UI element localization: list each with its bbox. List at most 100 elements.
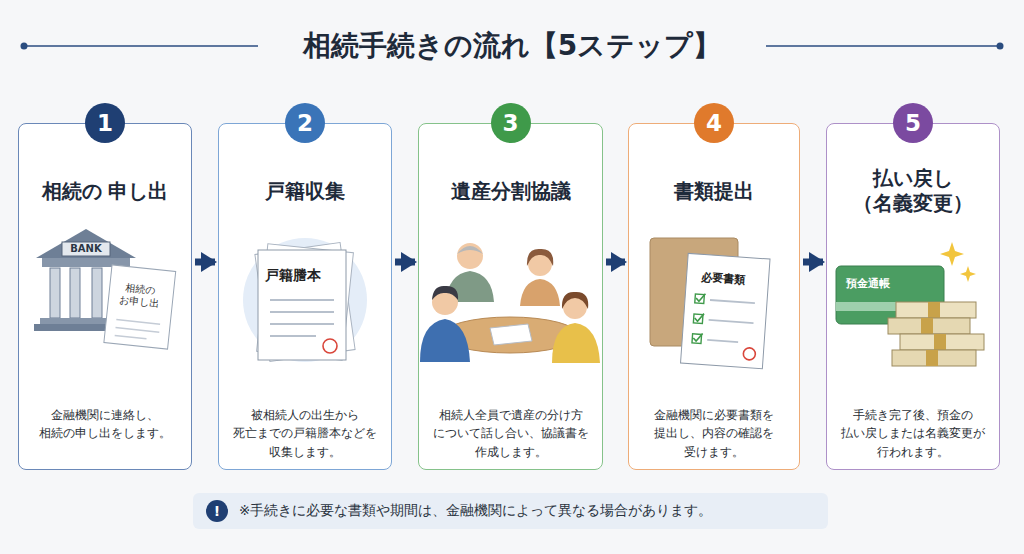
rule-line [766, 45, 1000, 47]
money-stack [900, 334, 984, 350]
seal-stamp [743, 347, 756, 360]
bank-roof [36, 229, 136, 258]
paper-line [270, 335, 316, 337]
step-number: 4 [706, 112, 722, 135]
illustration-label: 預金通帳 [836, 277, 900, 291]
note-text: ※手続きに必要な書類や期間は、金融機関によって異なる場合があります。 [239, 502, 712, 520]
illustration-label: 必要書類 [691, 270, 756, 288]
card-backgrounds [18, 123, 1000, 470]
step-number-circle: 5 [893, 103, 933, 143]
step-card: 戸籍収集被相続人の出生から 死亡までの戸籍謄本などを 収集します。2 [218, 123, 392, 470]
step-card: 相続の 申し出金融機関に連絡し、 相続の申し出をします。1 [18, 123, 192, 470]
paper-sheet [104, 265, 176, 349]
step-description: 手続き完了後、預金の 払い戻しまたは名義変更が 行われます。 [827, 406, 999, 461]
money-band [921, 318, 933, 334]
step-card: 払い戻し （名義変更） 手続き完了後、預金の 払い戻しまたは名義変更が 行われます… [826, 123, 1000, 470]
rule-line [24, 45, 258, 47]
person-body [552, 323, 600, 363]
paper-sheet [258, 250, 346, 360]
paper-line [270, 323, 334, 325]
family-meeting [420, 243, 600, 363]
bank-column [50, 268, 60, 318]
paper-line [709, 320, 754, 323]
icon-backdrop [243, 238, 367, 362]
paper-line [707, 340, 738, 342]
alert-icon: ! [206, 500, 228, 522]
check-mark [696, 293, 706, 302]
flow-arrow [606, 259, 625, 266]
paper-line [116, 328, 160, 333]
money-stack [896, 302, 976, 318]
money-stack [888, 318, 970, 334]
person-hair [527, 249, 553, 266]
step-card: 書類提出金融機関に必要書類を 提出し、内容の確認を 受けます。4 [628, 123, 800, 470]
note-band: ※手続きに必要な書類や期間は、金融機関によって異なる場合があります。! [193, 493, 828, 529]
illustration-label: BANK [63, 243, 109, 256]
step-number: 2 [297, 112, 313, 135]
person-body [520, 279, 560, 306]
check-mark [695, 313, 705, 322]
step-number-circle: 3 [491, 103, 531, 143]
money-band [926, 350, 938, 366]
paper-sheet [255, 243, 355, 362]
step-description: 被相続人の出生から 死亡までの戸籍謄本などを 収集します。 [219, 406, 391, 461]
money-stack [892, 350, 976, 366]
step-heading: 相続の 申し出 [19, 160, 191, 222]
step-number: 3 [502, 112, 518, 135]
step-description: 相続人全員で遺産の分け方 について話し合い、協議書を 作成します。 [419, 406, 602, 461]
step-number-circle: 4 [694, 103, 734, 143]
card-fill [18, 123, 192, 470]
card-fill [418, 123, 603, 470]
step-heading: 遺産分割協議 [419, 160, 602, 222]
passbook-money [836, 242, 984, 366]
flow-arrow [195, 259, 215, 266]
sparkle [940, 242, 964, 266]
step-card: 遺産分割協議相続人全員で遺産の分け方 について話し合い、協議書を 作成します。3 [418, 123, 603, 470]
step-number: 1 [97, 112, 113, 135]
step-description: 金融機関に連絡し、 相続の申し出をします。 [19, 406, 191, 443]
paper-line [116, 320, 160, 325]
agreement-paper [490, 324, 532, 345]
step-number: 5 [905, 112, 921, 135]
rule-dot [997, 43, 1004, 50]
sparkle [960, 266, 976, 282]
bank-column [70, 268, 80, 318]
step-heading: 戸籍収集 [219, 160, 391, 222]
money-band [934, 334, 946, 350]
alert-mark: ! [214, 504, 220, 518]
illustration-label: 相続の お申し出 [114, 281, 166, 311]
request-paper [104, 265, 176, 349]
flow-arrow [803, 259, 823, 266]
person-hair [562, 292, 588, 309]
card-fill [826, 123, 1000, 470]
money-band [928, 302, 940, 318]
step-number-circle: 2 [285, 103, 325, 143]
person-body [420, 319, 470, 362]
paper-sheet [257, 244, 354, 360]
person-head [457, 243, 483, 269]
paper-line [115, 336, 147, 339]
step-heading: 払い戻し （名義変更） [827, 160, 999, 222]
checklist [681, 253, 770, 368]
step-number-circle: 1 [85, 103, 125, 143]
flow-arrow [395, 259, 415, 266]
card-fill [218, 123, 392, 470]
diagram-title: 相続手続きの流れ【5ステップ】 [303, 22, 721, 70]
check-mark [693, 333, 703, 342]
illustration-label: 戸籍謄本 [257, 267, 329, 285]
step-heading: 書類提出 [629, 160, 799, 222]
person-hair [457, 246, 483, 254]
koseki-papers [243, 238, 367, 362]
bank-sign [62, 242, 110, 256]
card-fill [628, 123, 800, 470]
paper-line [270, 311, 334, 313]
person-hair [432, 286, 458, 300]
paper-sheet [681, 253, 770, 368]
rule-dot [21, 43, 28, 50]
step-description: 金融機関に必要書類を 提出し、内容の確認を 受けます。 [629, 406, 799, 461]
paper-line [710, 300, 755, 303]
bank-column [92, 268, 102, 318]
paper-line [270, 299, 334, 301]
seal-stamp [323, 339, 337, 353]
